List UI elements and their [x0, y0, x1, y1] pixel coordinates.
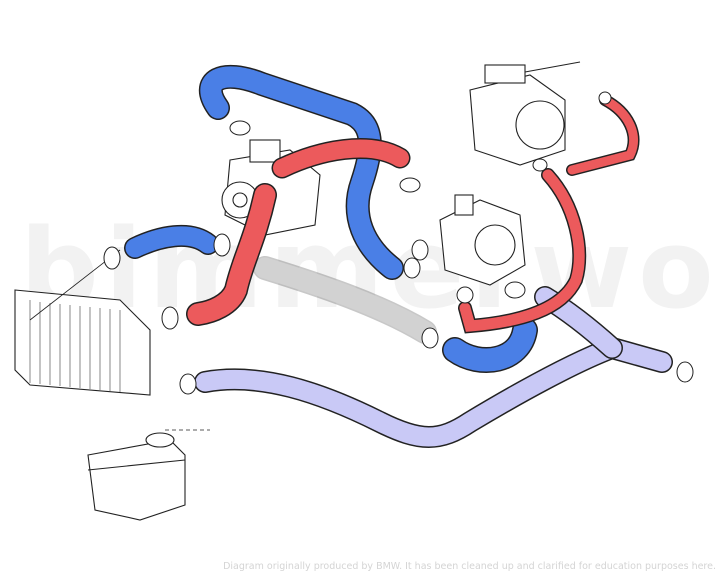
- throttle-body: [469, 61, 581, 166]
- lavender-lower-hose: [194, 286, 673, 448]
- hose-clamps: [103, 91, 694, 395]
- blue-upper-hose: [198, 64, 404, 280]
- gray-hose: [253, 256, 437, 344]
- radiator: [14, 249, 151, 396]
- blue-radiator-hose: [124, 224, 219, 259]
- attribution-caption: Diagram originally produced by BMW. It h…: [223, 561, 716, 572]
- blue-lower-hose: [442, 317, 538, 373]
- red-hoses: [186, 94, 640, 334]
- thermostat-housing: [439, 194, 526, 286]
- expansion-tank: [87, 429, 210, 521]
